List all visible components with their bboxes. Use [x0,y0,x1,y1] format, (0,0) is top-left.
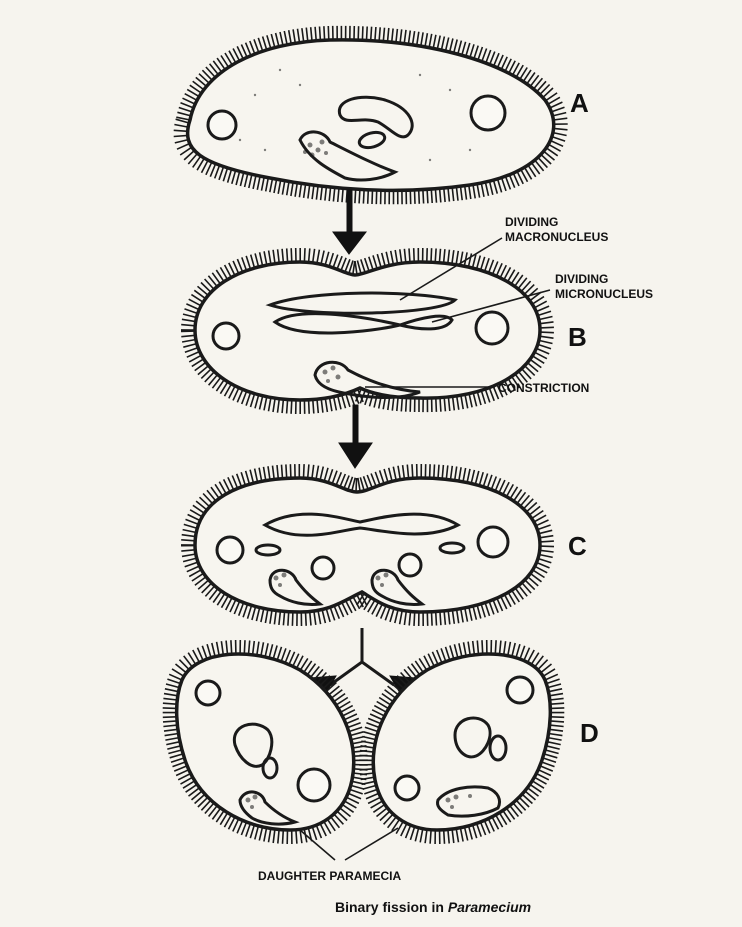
stage-b-contractile-vacuole [213,323,239,349]
callout-daughter-paramecia: DAUGHTER PARAMECIA [258,869,401,883]
stage-label-b: B [568,322,587,352]
caption-organism: Paramecium [448,899,531,915]
daughter-right-contractile-vacuole [395,776,419,800]
stage-b-contractile-vacuole [476,312,508,344]
callout-dividing-macronucleus: DIVIDING [505,215,558,229]
daughter-right-contractile-vacuole [507,677,533,703]
stage-a-contractile-vacuole [471,96,505,130]
stage-a-cell [174,26,568,204]
stage-c-contractile-vacuole [217,537,243,563]
stage-c-contractile-vacuole [312,557,334,579]
stage-c-cell [181,464,554,626]
daughter-left-contractile-vacuole [298,769,330,801]
caption-prefix: Binary fission in [335,899,448,915]
callout-constriction: CONSTRICTION [498,381,589,395]
stage-c-contractile-vacuole [399,554,421,576]
stage-label-d: D [580,718,599,748]
daughter-cell-right [359,640,564,844]
callout-dividing-micronucleus: MICRONUCLEUS [555,287,653,301]
daughter-left-contractile-vacuole [196,681,220,705]
callout-dividing-micronucleus: DIVIDING [555,272,608,286]
arrow-b-to-c [339,405,372,468]
stage-c-contractile-vacuole [478,527,508,557]
daughter-cell-left [163,640,368,844]
figure-caption: Binary fission in Paramecium [335,899,531,915]
callout-dividing-macronucleus: MACRONUCLEUS [505,230,608,244]
stage-label-c: C [568,531,587,561]
stage-a-contractile-vacuole [208,111,236,139]
stage-label-a: A [570,88,589,118]
